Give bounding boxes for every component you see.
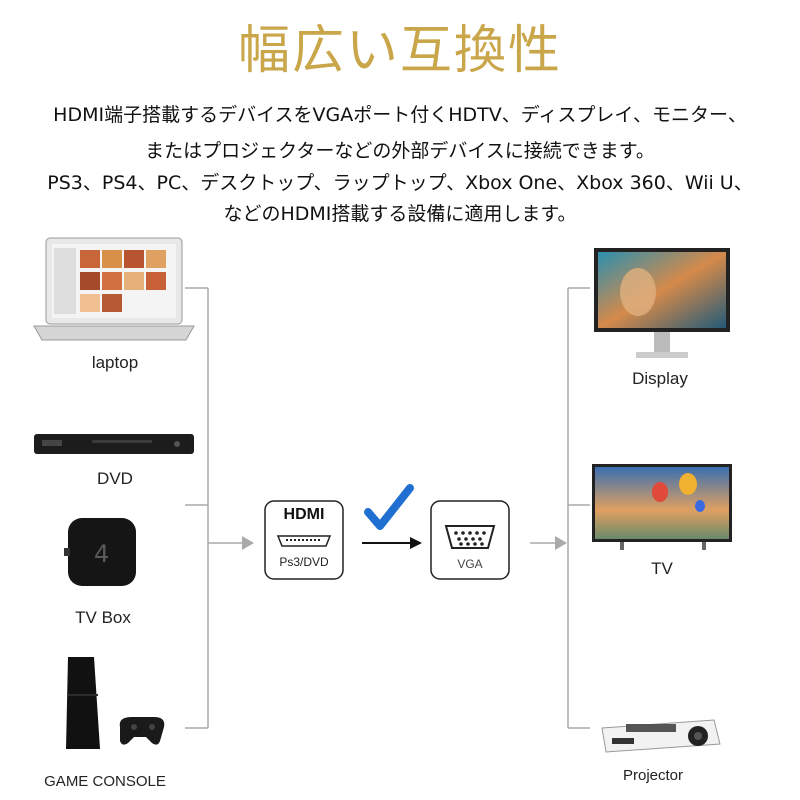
page-title: 幅広い互換性 (237, 21, 562, 81)
description-line-2: またはプロジェクターなどの外部デバイスに接続できます。 (145, 140, 655, 162)
arrow-to-adapter-icon (242, 536, 254, 550)
vga-label: VGA (457, 557, 483, 571)
description-line-1: HDMI端子搭載するデバイスをVGAポート付くHDTV、ディスプレイ、モニター、 (53, 104, 747, 126)
projector-label: Projector (622, 767, 684, 784)
tv-label: TV (651, 559, 673, 578)
tv-box-label: TV Box (75, 608, 131, 627)
vga-port-icon (430, 500, 510, 584)
projector-icon (596, 710, 726, 762)
hdmi-sub-label: Ps3/DVD (279, 555, 329, 569)
arrow-to-outputs-icon (555, 536, 567, 550)
laptop-label: laptop (91, 353, 139, 372)
black-arrow-icon (410, 537, 422, 549)
hdmi-port-icon (264, 500, 344, 584)
hdmi-label: HDMI (283, 506, 325, 523)
tv-icon (590, 462, 735, 558)
description-line-3: PS3、PS4、PC、デスクトップ、ラップトップ、Xbox One、Xbox 3… (47, 172, 753, 194)
svg-text:4: 4 (94, 540, 109, 568)
game-console-label: GAME CONSOLE (44, 773, 166, 790)
check-icon (364, 484, 414, 530)
description-line-4: などのHDMI搭載する設備に適用します。 (223, 203, 577, 225)
tv-box-icon: 4 (62, 512, 142, 596)
display-label: Display (632, 369, 688, 388)
dvd-player-icon (32, 430, 197, 464)
dvd-label: DVD (97, 469, 133, 488)
display-monitor-icon (592, 246, 732, 368)
game-console-icon (60, 655, 170, 759)
laptop-icon (30, 236, 200, 350)
